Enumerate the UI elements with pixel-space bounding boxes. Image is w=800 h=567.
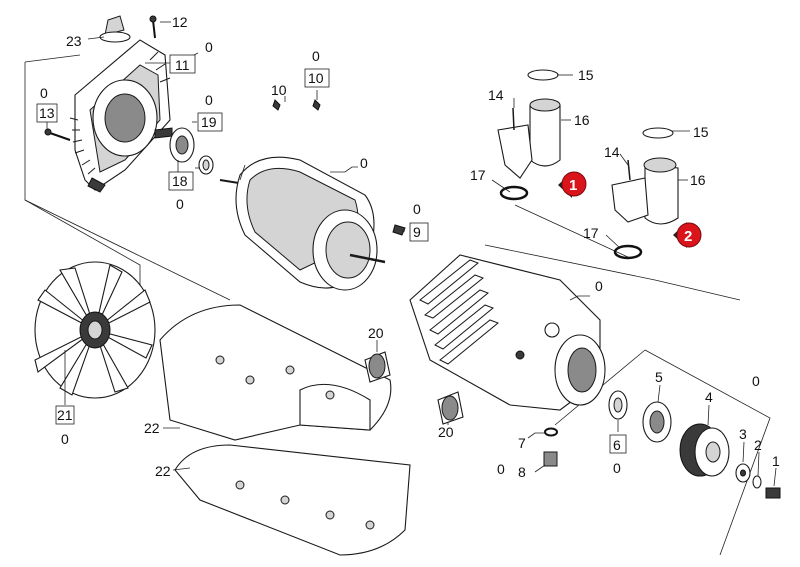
callout-17a: 17	[470, 167, 486, 183]
callout-0-9: 0	[413, 201, 421, 217]
callout-18: 18	[172, 173, 188, 189]
callout-labels: 23 12 0 11 0 13 0 19 18 0 0 10 10 0 0 9 …	[39, 14, 780, 480]
callout-0-right: 0	[752, 373, 760, 389]
callout-7: 7	[518, 435, 526, 451]
callout-10b: 10	[271, 82, 287, 98]
part-number-boxes	[36, 54, 627, 454]
callout-15a: 15	[578, 67, 594, 83]
callout-15b: 15	[693, 124, 709, 140]
bearing-part19	[169, 127, 195, 163]
filter-part20-upper	[364, 351, 391, 383]
assembly-boundary-lines	[24, 54, 771, 556]
callout-19: 19	[201, 114, 217, 130]
callout-0-motor: 0	[360, 155, 368, 171]
callout-5: 5	[655, 369, 663, 385]
callout-14b: 14	[604, 144, 620, 160]
callout-20a: 20	[368, 325, 384, 341]
callout-0-10: 0	[312, 48, 320, 64]
callout-21: 21	[57, 407, 73, 423]
callout-8: 8	[518, 464, 526, 480]
callout-13: 13	[39, 105, 55, 121]
badge-2-label: 2	[684, 228, 692, 245]
badge-1-label: 1	[569, 177, 577, 194]
callout-0-13: 0	[40, 85, 48, 101]
bolt-part1	[765, 487, 781, 499]
seal-part18	[198, 155, 214, 175]
callout-11: 11	[175, 57, 190, 73]
callout-22a: 22	[144, 420, 160, 436]
fan-housing-cover	[69, 39, 173, 193]
callout-17b: 17	[583, 225, 599, 241]
callout-0-18: 0	[176, 196, 184, 212]
callout-0-pump: 0	[595, 278, 603, 294]
shaft-seal-part6	[608, 390, 628, 420]
motor-stator	[219, 99, 406, 291]
vent-cap-part23	[99, 15, 131, 43]
filter-part20-lower	[437, 391, 464, 425]
callout-0-19: 0	[205, 92, 213, 108]
pump-crankcase	[409, 254, 606, 411]
pulley-part4	[679, 423, 730, 477]
badge-1: 1	[558, 171, 587, 198]
washer-part2	[752, 475, 762, 489]
callout-14a: 14	[488, 87, 504, 103]
screw-part12	[149, 15, 157, 39]
callout-1: 1	[772, 453, 780, 469]
oring-part7	[544, 427, 558, 437]
callout-10: 10	[308, 70, 324, 86]
callout-16a: 16	[574, 112, 590, 128]
callout-3: 3	[739, 426, 747, 442]
unloader-valve-assembly-1	[497, 69, 561, 201]
cooling-fan-part21	[34, 261, 156, 399]
badge-2: 2	[673, 222, 702, 248]
callout-9: 9	[413, 224, 421, 240]
callout-0-7: 0	[497, 461, 505, 477]
plug-part8	[543, 451, 558, 467]
bearing-part5	[642, 401, 672, 443]
callout-23: 23	[66, 33, 82, 49]
callout-0-6: 0	[613, 460, 621, 476]
callout-20b: 20	[438, 424, 454, 440]
callout-16b: 16	[690, 172, 706, 188]
callout-2: 2	[754, 437, 762, 453]
washer-part3	[735, 463, 751, 483]
motor-shell-upper	[159, 304, 392, 441]
callout-6: 6	[613, 437, 621, 453]
motor-shell-lower	[174, 444, 411, 556]
callout-0-top: 0	[205, 39, 213, 55]
unloader-valve-assembly-2	[611, 127, 679, 260]
callout-0-21: 0	[61, 431, 69, 447]
callout-12: 12	[172, 14, 188, 30]
callout-22b: 22	[155, 463, 171, 479]
callout-4: 4	[705, 389, 713, 405]
screw-part13	[44, 128, 71, 141]
